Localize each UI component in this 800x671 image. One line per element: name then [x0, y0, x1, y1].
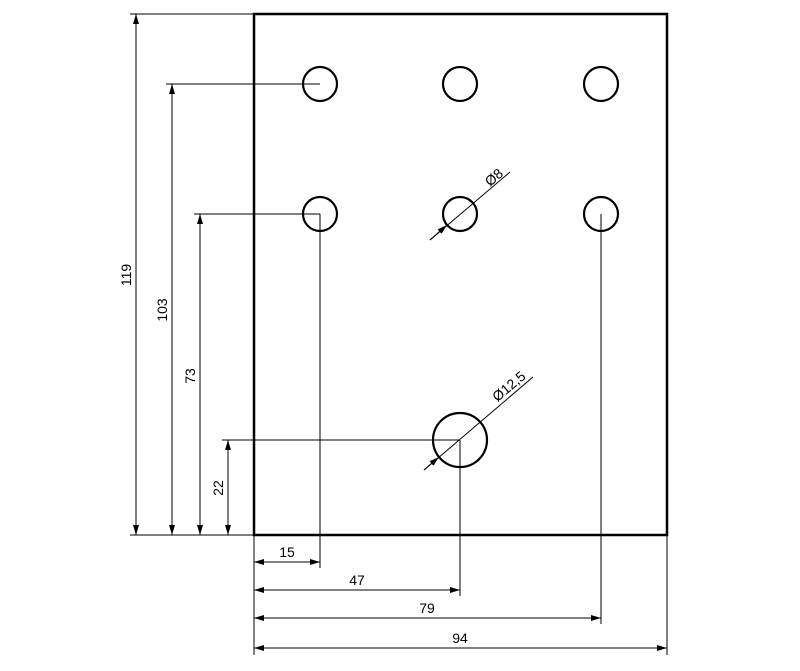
- dim-text-15: 15: [279, 544, 295, 560]
- dim-text-119: 119: [118, 264, 134, 287]
- dim-text-103: 103: [154, 298, 170, 322]
- dia-leader-large: [423, 376, 534, 471]
- dim-text-79: 79: [419, 600, 435, 616]
- dia-text-small: Ø8: [481, 165, 506, 189]
- dim-text-22: 22: [210, 480, 226, 496]
- dia-arrow-small: [429, 224, 448, 241]
- hole-top-right: [582, 65, 620, 103]
- dia-arrow-large: [423, 456, 440, 471]
- dim-text-47: 47: [349, 572, 365, 588]
- hole-top-middle: [441, 65, 479, 103]
- dim-text-94: 94: [452, 630, 468, 646]
- dim-text-73: 73: [182, 368, 198, 384]
